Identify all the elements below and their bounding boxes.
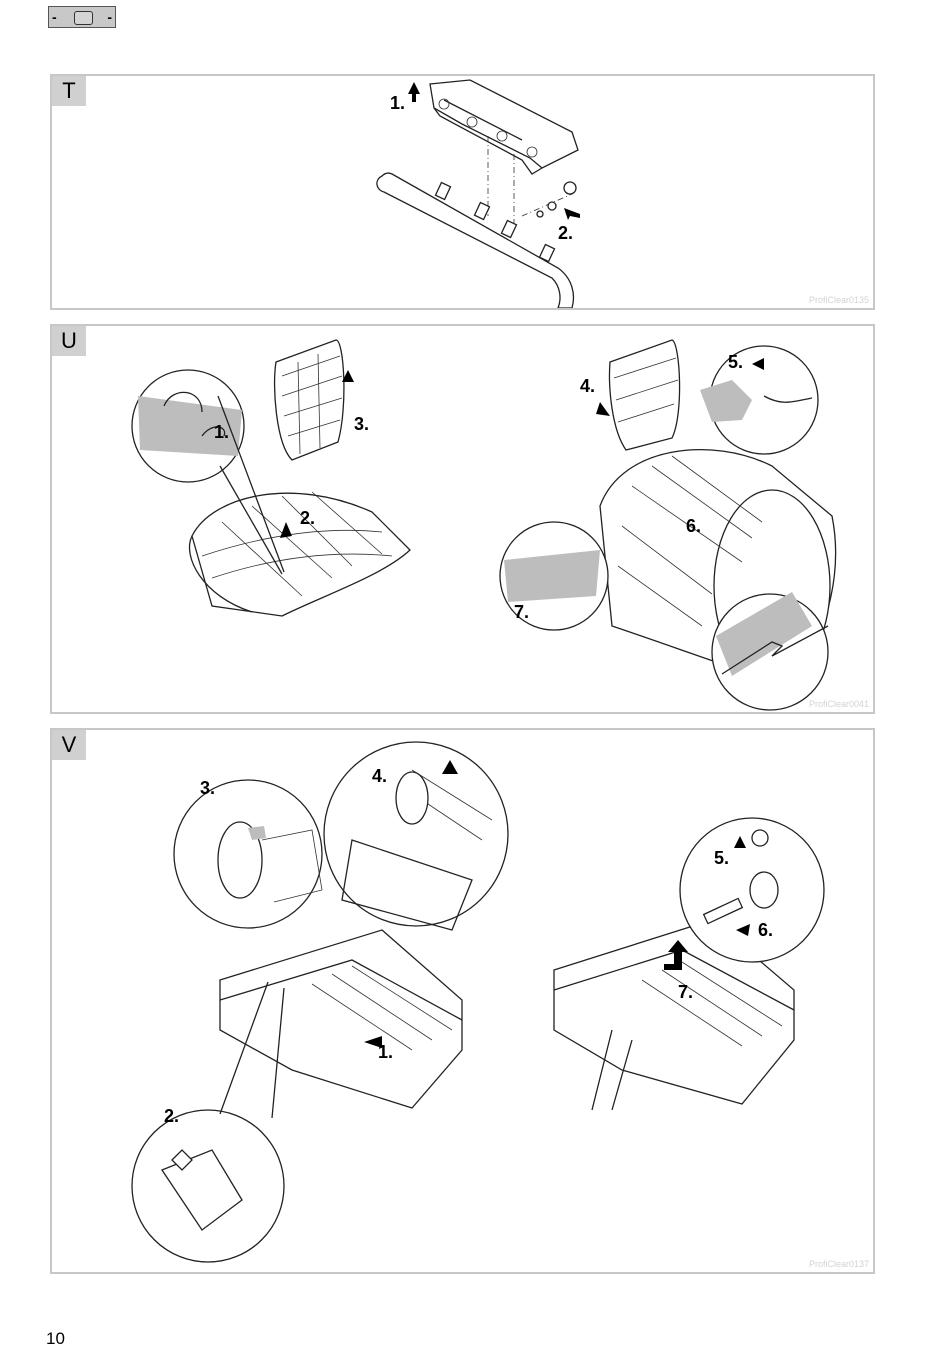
image-code: ProfiClear0137 bbox=[808, 1259, 869, 1269]
rounded-square-icon bbox=[74, 11, 93, 25]
detail-circle-top-right bbox=[700, 345, 819, 455]
unit-left-drawing bbox=[219, 929, 463, 1109]
header-symbol: - - bbox=[48, 6, 116, 28]
step-label: 4. bbox=[580, 376, 595, 396]
panel-label: U bbox=[52, 326, 86, 356]
step-label: 2. bbox=[300, 508, 315, 528]
step-label: 2. bbox=[558, 223, 573, 243]
detail-circle-left bbox=[131, 369, 285, 575]
pipe-drawing bbox=[376, 172, 577, 308]
arrow-up-icon bbox=[442, 760, 458, 774]
detail-circle-left-bottom bbox=[131, 1109, 285, 1263]
arrow-left-icon bbox=[564, 208, 580, 220]
illustration-t: 1. 2. bbox=[376, 79, 580, 308]
step-label: 6. bbox=[686, 516, 701, 536]
arrow-down-icon bbox=[280, 522, 292, 538]
step-label: 1. bbox=[214, 422, 229, 442]
detail-circle-bottom-right bbox=[711, 592, 829, 711]
arrow-up-icon bbox=[342, 370, 354, 382]
detail-circle-bottom-left bbox=[499, 521, 609, 631]
arrow-up-icon bbox=[734, 836, 746, 848]
step-label: 3. bbox=[354, 414, 369, 434]
panel-u: U 1. 2. 3. bbox=[50, 324, 875, 714]
drum-left-drawing bbox=[188, 491, 411, 617]
panel-label: T bbox=[52, 76, 86, 106]
arrow-right-icon bbox=[752, 358, 764, 370]
housing-drawing bbox=[429, 79, 579, 175]
image-code: ProfiClear0041 bbox=[808, 699, 869, 709]
unit-right-drawing bbox=[553, 919, 795, 1111]
step-label: 6. bbox=[758, 920, 773, 940]
panel-label: V bbox=[52, 730, 86, 760]
arrow-up-down-icon bbox=[664, 940, 688, 970]
detail-circle-left-top bbox=[173, 779, 323, 929]
step-label: 3. bbox=[200, 778, 215, 798]
step-label: 1. bbox=[378, 1042, 393, 1062]
arrow-up-icon bbox=[408, 82, 420, 102]
filter-panel-drawing bbox=[273, 339, 345, 461]
filter-panel-right-drawing bbox=[608, 339, 681, 451]
header-dash-right: - bbox=[107, 9, 112, 25]
image-code: ProfiClear0135 bbox=[808, 295, 869, 305]
step-label: 7. bbox=[514, 602, 529, 622]
arrow-down-icon bbox=[596, 402, 610, 416]
illustration-u: 1. 2. 3. 5. 4. 6. 7 bbox=[131, 339, 837, 711]
header-dash-left: - bbox=[52, 9, 57, 25]
detail-circle-right bbox=[679, 817, 825, 963]
step-label: 5. bbox=[728, 352, 743, 372]
illustration-v: 3. 4. 1. 2. 5. 6. 7. bbox=[131, 741, 825, 1263]
step-label: 4. bbox=[372, 766, 387, 786]
step-label: 1. bbox=[390, 93, 405, 113]
panel-v: V 3. 4. 1. 2. bbox=[50, 728, 875, 1274]
arrow-left-icon bbox=[364, 1036, 382, 1048]
step-label: 7. bbox=[678, 982, 693, 1002]
detail-circle-center bbox=[323, 741, 509, 931]
step-label: 5. bbox=[714, 848, 729, 868]
arrow-left-icon bbox=[736, 924, 750, 936]
step-label: 2. bbox=[164, 1106, 179, 1126]
page-number: 10 bbox=[46, 1329, 65, 1348]
panel-t: T 1. 2. ProfiClear0135 bbox=[50, 74, 875, 310]
